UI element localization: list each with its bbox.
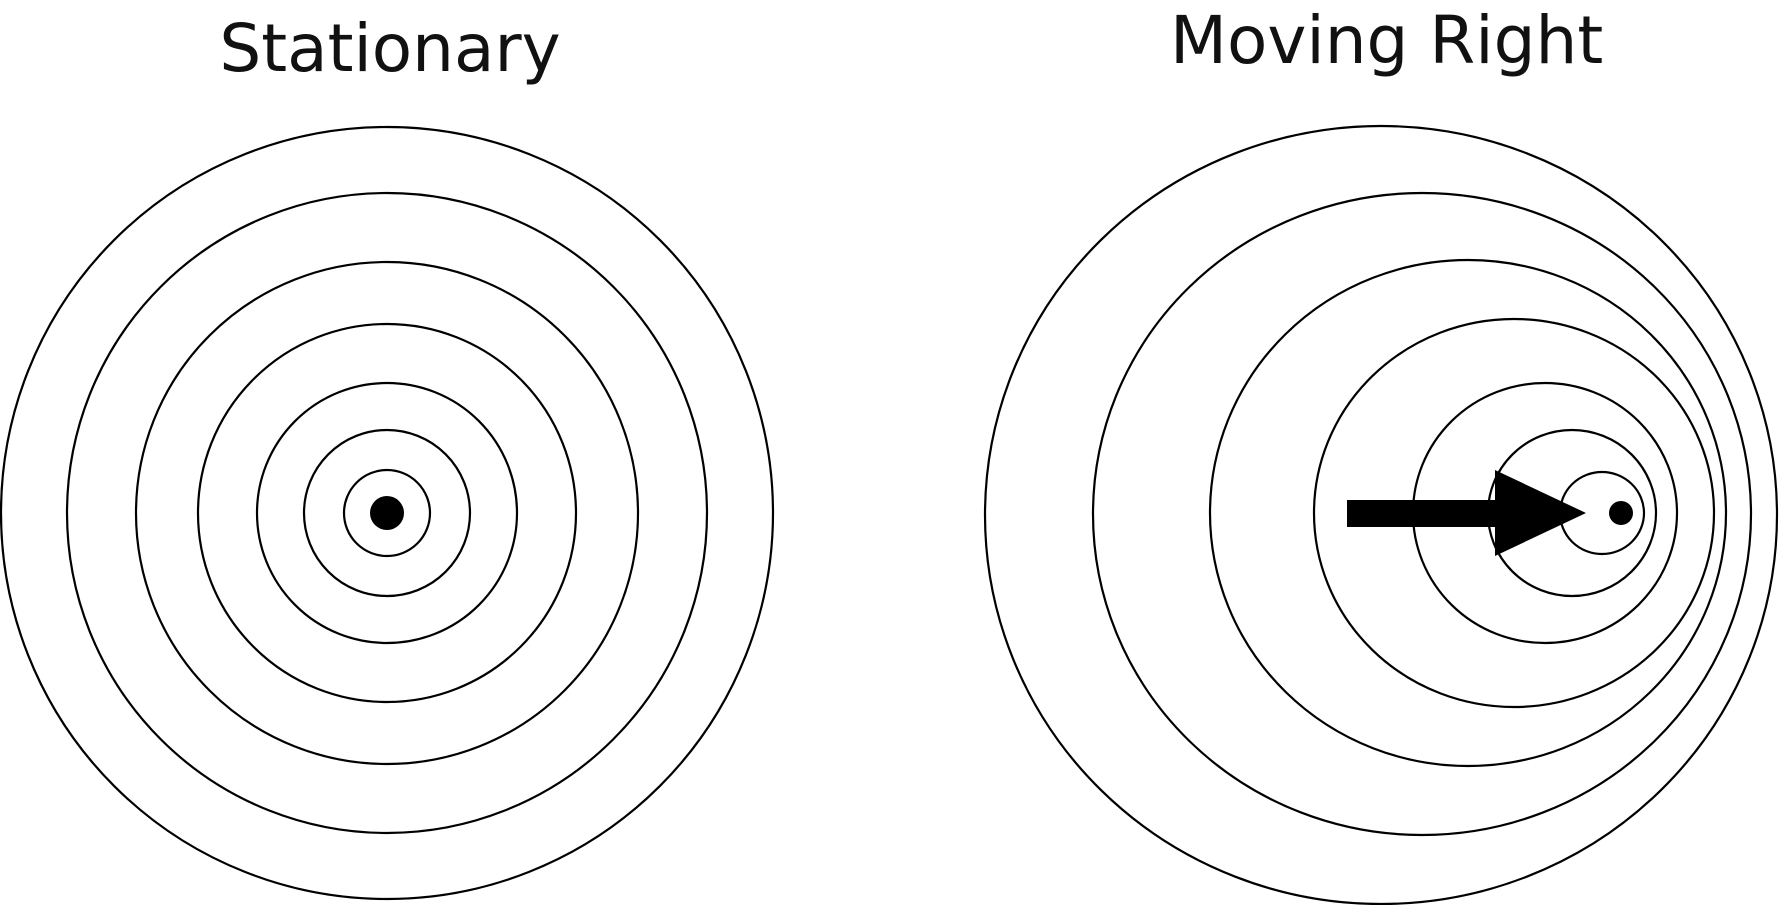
moving-right-panel — [984, 125, 1778, 905]
arrow-right-icon — [1347, 470, 1586, 556]
stationary-panel — [0, 126, 774, 900]
stationary-wavefront-6 — [65, 191, 709, 835]
moving-source-dot-icon — [1609, 501, 1633, 525]
stationary-wavefront-2 — [302, 428, 472, 598]
moving-wavefront-4 — [1312, 317, 1716, 709]
stationary-wavefront-5 — [134, 260, 640, 766]
moving-wavefront-6 — [1091, 191, 1753, 837]
stationary-wavefront-3 — [255, 381, 519, 645]
moving-wavefront-7 — [984, 125, 1778, 905]
moving-wavefront-5 — [1208, 258, 1728, 768]
moving-right-title: Moving Right — [1170, 2, 1604, 79]
stationary-wavefront-1 — [342, 468, 432, 558]
stationary-title: Stationary — [219, 10, 561, 87]
stationary-wavefront-7 — [0, 126, 774, 900]
stationary-wavefront-4 — [196, 322, 578, 704]
stationary-source-dot-icon — [370, 496, 404, 530]
